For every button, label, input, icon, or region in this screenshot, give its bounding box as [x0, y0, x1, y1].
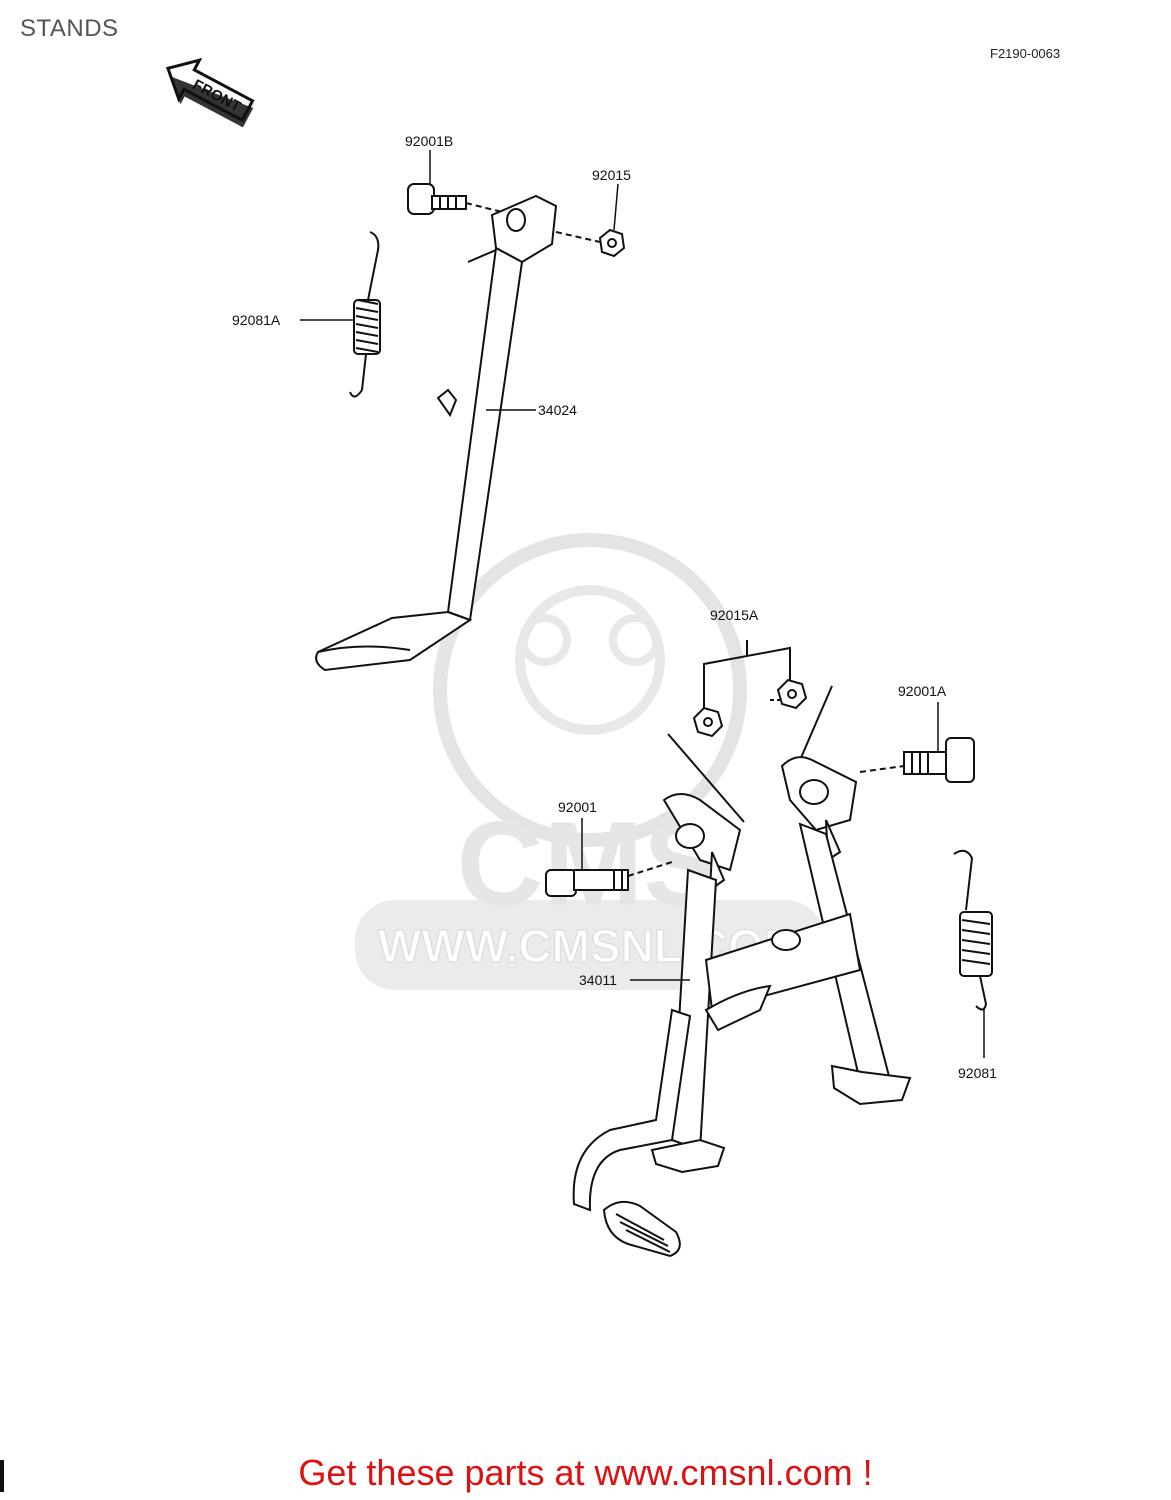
label-34011: 34011: [579, 972, 617, 988]
center-stand-assembly: [545, 640, 993, 1258]
spring-92081-drawing: [953, 849, 993, 1011]
label-92001: 92001: [558, 799, 597, 815]
label-92001a: 92001A: [898, 683, 947, 699]
label-92015a: 92015A: [710, 607, 759, 623]
nut-92015-drawing: [598, 228, 626, 258]
front-arrow: FRONT: [165, 57, 255, 128]
nut-92015a-right-drawing: [776, 678, 808, 710]
label-92081a: 92081A: [232, 312, 281, 328]
page-title: STANDS: [20, 15, 119, 42]
bolt-92001a-drawing: [903, 737, 975, 783]
center-stand-34011-drawing: [572, 756, 912, 1258]
center-leaders: [581, 702, 985, 1058]
side-leaders: [300, 150, 619, 411]
nut-92015a-left-drawing: [692, 706, 724, 738]
margin-tick: [0, 1460, 4, 1492]
bolt-92001-drawing: [545, 869, 629, 897]
label-92015: 92015: [592, 167, 631, 183]
side-stand-34024-drawing: [315, 194, 558, 672]
side-stand-assembly: [315, 183, 626, 672]
footer-cta[interactable]: Get these parts at www.cmsnl.com !: [298, 1452, 873, 1493]
label-92081: 92081: [958, 1065, 997, 1081]
figure-code: F2190-0063: [990, 46, 1061, 61]
label-34024: 34024: [538, 402, 577, 418]
spring-92081a-drawing: [349, 231, 381, 398]
label-92001b: 92001B: [405, 133, 453, 149]
bolt-92001b-drawing: [407, 183, 467, 215]
